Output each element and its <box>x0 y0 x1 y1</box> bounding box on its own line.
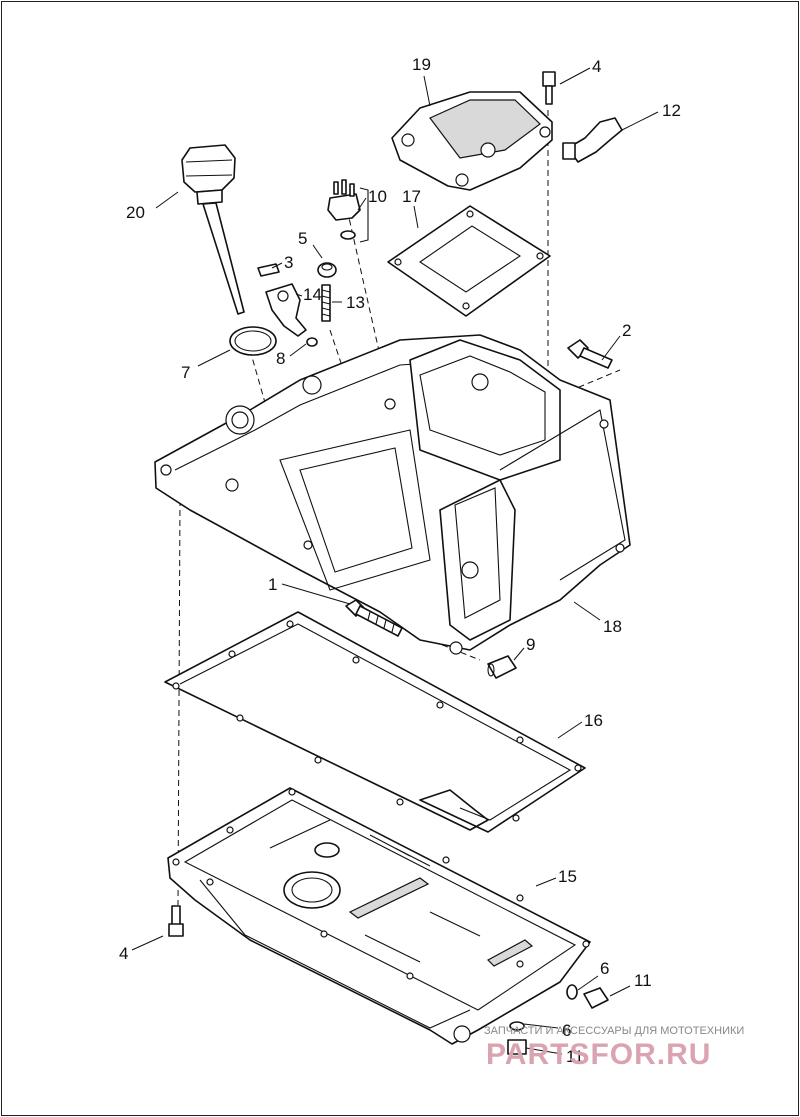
callout-11-bottom: 11 <box>566 1047 584 1066</box>
callout-13: 13 <box>346 293 365 312</box>
callout-11-right: 11 <box>634 971 652 990</box>
plug-part-5 <box>317 262 337 278</box>
callout-2: 2 <box>622 321 631 340</box>
callout-6-right: 6 <box>600 959 609 978</box>
bolt-part-2 <box>567 339 613 369</box>
sensor-part-14 <box>257 263 318 347</box>
washer-part-6-right <box>566 984 578 1000</box>
drain-plug-part-11-bottom <box>507 1039 527 1055</box>
callout-12: 12 <box>662 101 681 120</box>
bolt-part-4-top <box>542 71 556 105</box>
callout-10: 10 <box>368 187 387 206</box>
callout-9: 9 <box>526 635 535 654</box>
watermark: ЗАПЧАСТИ И АКСЕССУАРЫ ДЛЯ МОТОТЕХНИКИ PA… <box>484 1025 744 1071</box>
gasket-part-16 <box>164 611 586 833</box>
bolt-part-1 <box>345 599 403 637</box>
callout-4-top: 4 <box>592 57 601 76</box>
top-cover-part-19 <box>391 91 553 191</box>
callout-8: 8 <box>276 349 285 368</box>
hose-fitting-part-12 <box>562 117 623 163</box>
o-ring-part-7 <box>229 326 277 356</box>
oil-pan-part-15 <box>167 787 591 1045</box>
pressure-switch-part-10 <box>327 179 369 243</box>
callout-labels: 1 2 3 4 4 5 6 6 7 8 9 10 11 11 12 13 14 … <box>119 55 681 1066</box>
callout-16: 16 <box>584 711 603 730</box>
stud-part-13 <box>321 284 331 322</box>
watermark-caption: ЗАПЧАСТИ И АКСЕССУАРЫ ДЛЯ МОТОТЕХНИКИ <box>484 1025 744 1037</box>
drain-plug-part-11-right <box>583 987 609 1009</box>
callout-6-bottom: 6 <box>562 1021 571 1040</box>
washer-part-6-bottom <box>509 1021 525 1031</box>
dowel-part-9 <box>487 655 517 679</box>
callout-20: 20 <box>126 203 145 222</box>
gasket-part-17 <box>387 205 551 317</box>
callout-17: 17 <box>402 187 421 206</box>
callout-4-bottom: 4 <box>119 944 128 963</box>
callout-18: 18 <box>603 617 622 636</box>
leader-lines <box>131 67 659 1055</box>
housing-part-18 <box>154 334 631 655</box>
callout-15: 15 <box>558 867 577 886</box>
watermark-logo: PARTSFOR.RU <box>486 1038 711 1071</box>
callout-7: 7 <box>181 363 190 382</box>
callout-14: 14 <box>303 285 322 304</box>
bolt-part-4-bottom <box>168 905 184 937</box>
callout-5: 5 <box>298 229 307 248</box>
callout-1: 1 <box>268 575 277 594</box>
callout-19: 19 <box>412 55 431 74</box>
callout-3: 3 <box>284 253 293 272</box>
dipstick-part-20 <box>181 144 245 315</box>
